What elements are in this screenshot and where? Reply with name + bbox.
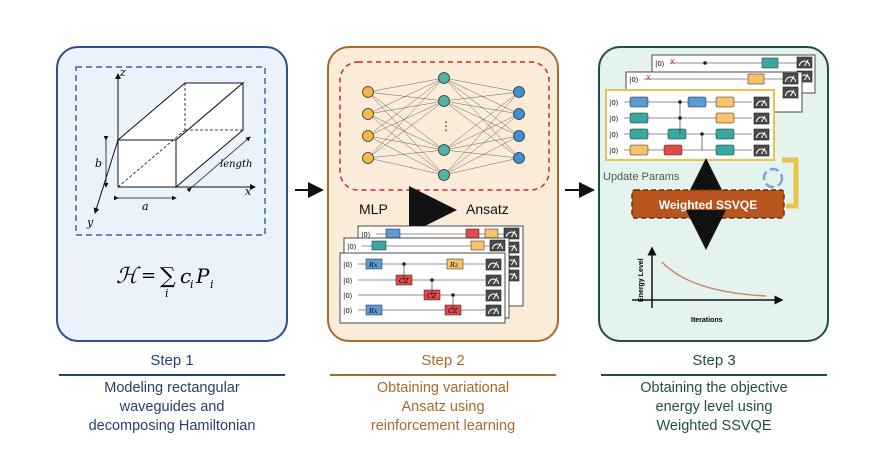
svg-text:|0⟩: |0⟩	[361, 231, 371, 239]
svg-text:|0⟩: |0⟩	[347, 243, 357, 251]
svg-text:|0⟩: |0⟩	[655, 60, 665, 68]
svg-text:P: P	[195, 264, 210, 288]
svg-text:c: c	[180, 264, 191, 288]
cz-gate-label: CZ	[448, 307, 458, 315]
axis-x-label: x	[245, 185, 252, 198]
mlp-node-l1-1	[438, 95, 450, 107]
mlp-node-l2-2	[513, 130, 525, 142]
step3-rule	[601, 374, 827, 376]
axis-y-label: y	[86, 216, 94, 229]
rx-gate	[365, 258, 383, 270]
ket0-label: |0⟩	[343, 277, 353, 285]
mlp-node-l1-2	[438, 144, 450, 156]
ssvqe-gate-3	[629, 112, 649, 124]
mlp-node-l0-0	[362, 86, 374, 98]
waveguide-frame	[75, 66, 266, 236]
ssvqe-gate-9	[663, 144, 683, 156]
cycle-icon	[762, 167, 784, 189]
ket0-label: |0⟩	[609, 147, 619, 155]
mlp-node-l1-3	[438, 169, 450, 181]
step2-label: Step 2	[421, 352, 465, 369]
mlp-node-l2-3	[513, 152, 525, 164]
axis-z-label: z	[119, 66, 126, 79]
chart-xlabel: Iterations	[691, 317, 723, 324]
ket0-label: |0⟩	[609, 131, 619, 139]
ket0-label: |0⟩	[609, 115, 619, 123]
svg-text:i: i	[165, 287, 169, 300]
mlp-node-l0-2	[362, 130, 374, 142]
feedback-arrow	[782, 157, 799, 209]
ssvqe-gate-10	[715, 144, 735, 156]
ssvqe-gate-5	[629, 128, 649, 140]
ket0-label: |0⟩	[343, 307, 353, 315]
rx-gate-label: Rx	[368, 307, 378, 315]
ansatz-label: Ansatz	[466, 201, 509, 217]
ket0-label: |0⟩	[343, 261, 353, 269]
ssvqe-gate-6	[667, 128, 687, 140]
energy-chart: Energy Level Iterations	[632, 246, 784, 324]
circuit-front-3: |0⟩ |0⟩ |0⟩ |0⟩	[605, 89, 775, 161]
energy-curve	[661, 261, 767, 297]
ssvqe-gate-4	[715, 112, 735, 124]
cz-gate-label: CZ	[399, 277, 409, 285]
svg-text:=: =	[141, 265, 156, 286]
ket0-label: |0⟩	[343, 292, 353, 300]
ssvqe-gate-7	[715, 128, 735, 140]
rx-gate	[365, 304, 383, 316]
step3-label: Step 3	[692, 352, 736, 369]
ssvqe-gate-2	[715, 96, 735, 108]
rx-gate-label: Rx	[368, 261, 378, 269]
update-params-label: Update Params	[603, 171, 680, 183]
mlp-node-l0-3	[362, 152, 374, 164]
step1-description: Modeling rectangular waveguides and deco…	[88, 380, 256, 434]
ssvqe-circuit-stack: |0⟩ X |0⟩ X |0⟩ |0⟩ |0⟩ |0⟩	[605, 54, 816, 161]
svg-text:|0⟩: |0⟩	[629, 76, 639, 84]
step3-description: Obtaining the objective energy level usi…	[640, 380, 788, 434]
step1-label: Step 1	[150, 352, 194, 369]
rz-gate	[446, 258, 464, 270]
svg-text:ℋ: ℋ	[116, 264, 141, 289]
mlp-node-l2-0	[513, 86, 525, 98]
svg-text:X: X	[646, 74, 651, 82]
mlp-node-l0-1	[362, 108, 374, 120]
rz-gate-label: Rz	[449, 261, 459, 269]
svg-text:∑: ∑	[160, 264, 176, 289]
weighted-ssvqe-label: Weighted SSVQE	[659, 198, 757, 212]
dim-a-label: a	[142, 200, 149, 213]
svg-text:X: X	[670, 58, 675, 66]
ssvqe-gate-1	[687, 96, 707, 108]
dim-length-label: length	[220, 159, 252, 170]
mlp-label: MLP	[359, 201, 388, 217]
optimization-loop: Update Params Weighted SSVQE	[603, 157, 799, 250]
svg-text:i: i	[190, 278, 194, 291]
ssvqe-gate-8	[629, 144, 649, 156]
waveguide-figure: z x y b a length	[75, 66, 266, 236]
step2-rule	[330, 374, 556, 376]
mlp-node-l2-1	[513, 108, 525, 120]
step2-description: Obtaining variational Ansatz using reinf…	[370, 380, 516, 434]
mlp-network: ⋮ MLP Ansatz	[339, 61, 550, 234]
hamiltonian-formula: ℋ = ∑ i c i P i	[116, 264, 214, 300]
ssvqe-gate-0	[629, 96, 649, 108]
step1-rule	[59, 374, 285, 376]
svg-text:i: i	[210, 278, 214, 291]
chart-ylabel: Energy Level	[638, 258, 645, 302]
cz-gate-label: CZ	[427, 292, 437, 300]
mlp-node-l1-0	[438, 72, 450, 84]
mlp-ellipsis: ⋮	[440, 119, 452, 133]
ket0-label: |0⟩	[609, 99, 619, 107]
dim-b-label: b	[95, 157, 102, 170]
